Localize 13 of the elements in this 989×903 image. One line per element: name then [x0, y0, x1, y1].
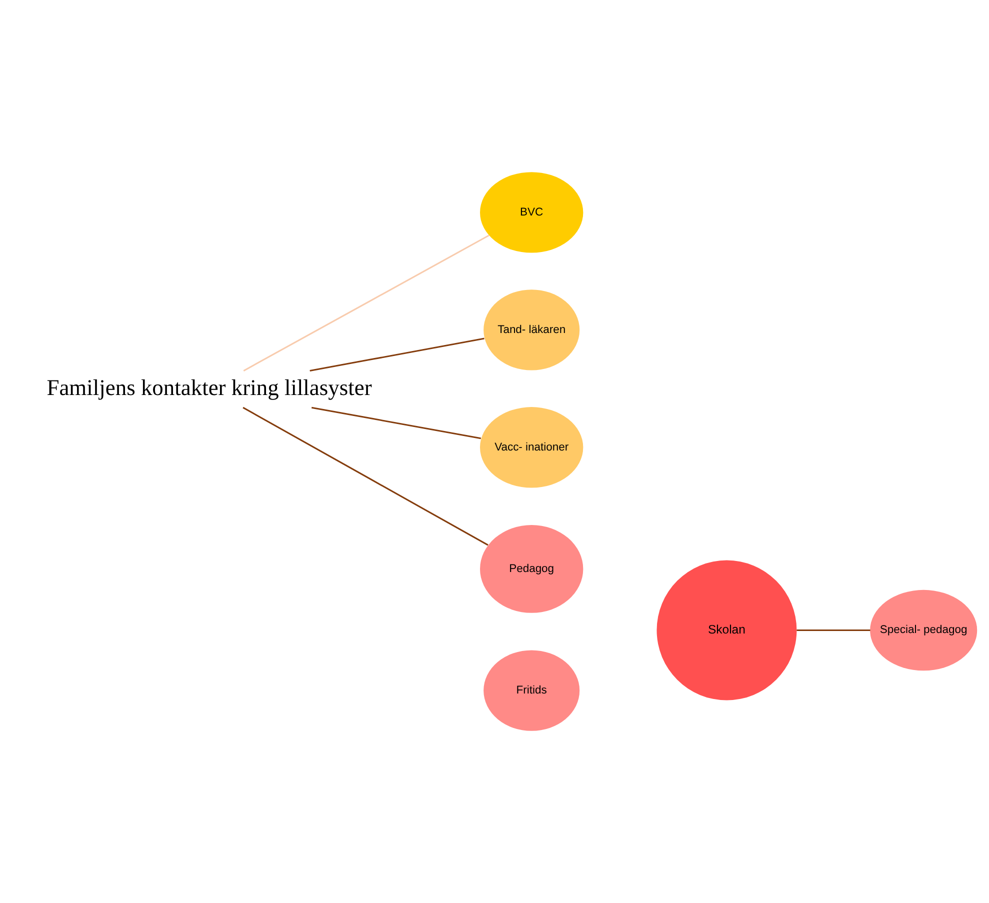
- node-ellipse: Vacc- inationer: [480, 407, 584, 488]
- node-ellipse: Fritids: [484, 650, 580, 731]
- connector: [311, 406, 481, 440]
- node-text: Familjens kontakter kring lillasyster: [46, 374, 372, 400]
- connector: [242, 406, 488, 546]
- node-ellipse: BVC: [480, 172, 584, 253]
- node-ellipse: Special- pedagog: [870, 590, 978, 671]
- node-ellipse: Tand- läkaren: [484, 290, 580, 370]
- connector: [310, 338, 484, 372]
- connector: [796, 630, 870, 632]
- node-ellipse: Pedagog: [480, 525, 584, 613]
- node-circle: Skolan: [656, 560, 797, 700]
- connector: [243, 234, 490, 372]
